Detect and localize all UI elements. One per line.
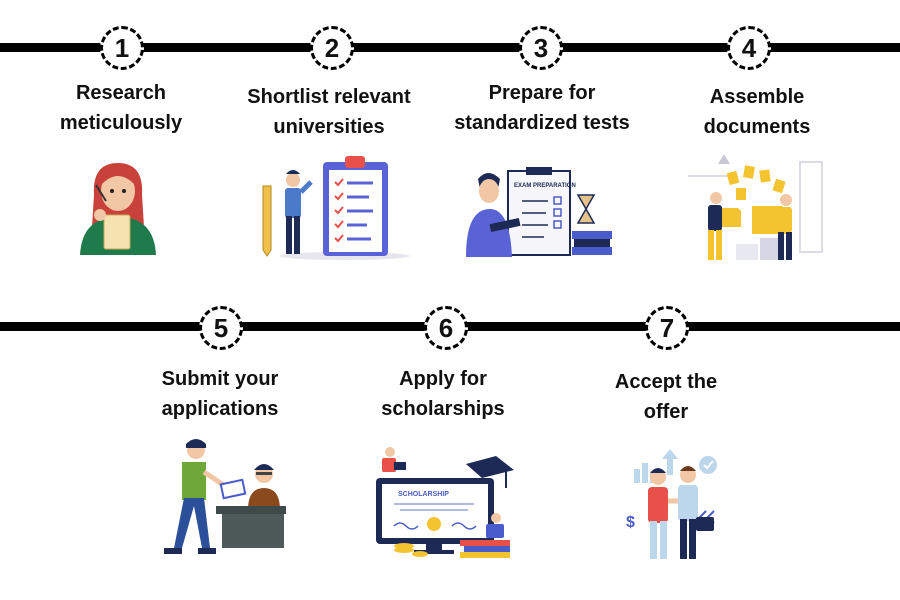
checklist-icon: [262, 156, 410, 260]
step-label-line: Apply for: [399, 368, 487, 390]
step-number: 6: [438, 312, 454, 343]
handshake-offer-icon: $: [626, 449, 717, 559]
step-3-label: Prepare for standardized tests: [432, 78, 652, 138]
step-label-line: Shortlist relevant: [247, 86, 411, 108]
step-6-badge: 6: [424, 306, 468, 350]
step-label-line: meticulously: [59, 112, 183, 134]
step-label-line: standardized tests: [454, 112, 630, 134]
step-label-line: Submit your: [161, 368, 279, 390]
timeline-line-top: [0, 43, 900, 52]
step-5-badge: 5: [199, 306, 243, 350]
exam-label: EXAM PREPARATION: [514, 183, 576, 189]
step-number: 2: [324, 32, 340, 63]
step-7-label: Accept the offer: [556, 367, 776, 427]
step-number: 4: [741, 32, 757, 63]
step-label-line: documents: [703, 116, 811, 138]
step-number: 3: [533, 32, 549, 63]
step-3-badge: 3: [519, 26, 563, 70]
step-5-label: Submit your applications: [110, 364, 330, 424]
step-number: 7: [659, 312, 675, 343]
submit-application-icon: [164, 439, 286, 554]
scholarship-label: SCHOLARSHIP: [398, 491, 449, 498]
researcher-icon: [80, 163, 156, 255]
scholarship-icon: SCHOLARSHIP: [376, 447, 514, 558]
step-label-line: Prepare for: [488, 82, 596, 104]
step-6-label: Apply for scholarships: [333, 364, 553, 424]
step-1-badge: 1: [100, 26, 144, 70]
step-1-label: Research meticulously: [11, 78, 231, 138]
step-2-label: Shortlist relevant universities: [219, 82, 439, 142]
step-number: 5: [213, 312, 229, 343]
step-label-line: scholarships: [381, 398, 505, 420]
dollar-sign-icon: $: [626, 514, 635, 531]
step-label-line: universities: [273, 116, 385, 138]
step-2-badge: 2: [310, 26, 354, 70]
step-7-badge: 7: [645, 306, 689, 350]
step-number: 1: [114, 32, 130, 63]
step-label-line: Accept the: [614, 371, 718, 393]
step-label-line: applications: [161, 398, 279, 420]
step-4-label: Assemble documents: [647, 82, 867, 142]
step-label-line: Research: [75, 82, 167, 104]
step-label-line: Assemble: [709, 86, 805, 108]
step-label-line: offer: [643, 401, 689, 423]
exam-preparation-icon: EXAM PREPARATION: [466, 167, 612, 257]
documents-icon: [688, 154, 823, 260]
step-4-badge: 4: [727, 26, 771, 70]
